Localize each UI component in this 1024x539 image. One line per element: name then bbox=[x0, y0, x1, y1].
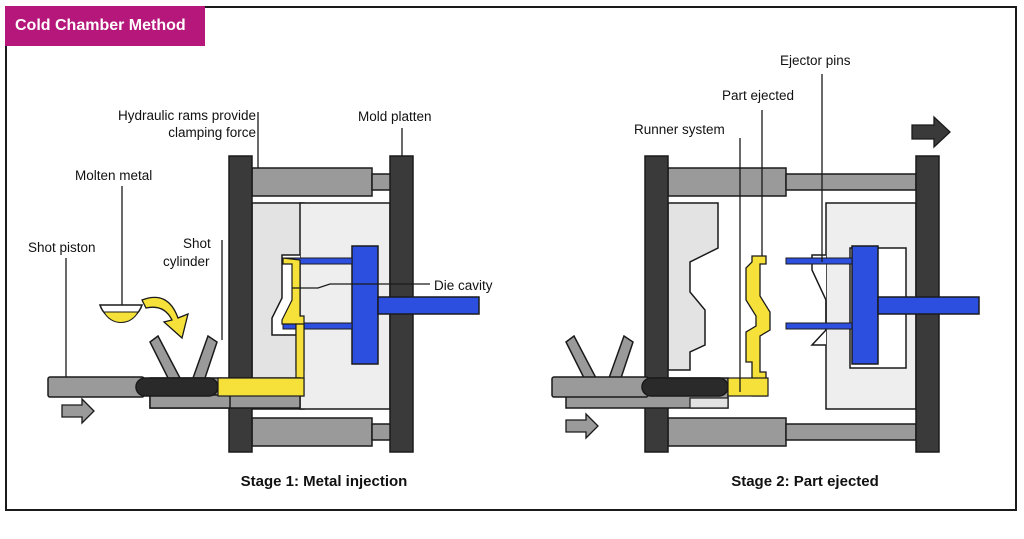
stage2-fixed-die bbox=[667, 202, 719, 371]
stage1-label-shot-piston: Shot piston bbox=[28, 240, 96, 255]
stage2-shot-piston-rod bbox=[551, 376, 649, 398]
stage1-group: Hydraulic rams provide clamping force Mo… bbox=[28, 108, 493, 490]
stage1-shot-piston-rod bbox=[47, 376, 145, 398]
stage1-label-shot-cylinder-2: cylinder bbox=[163, 254, 210, 269]
stage2-leader-lines bbox=[739, 74, 823, 392]
stage2-ejector-pin-bottom bbox=[785, 322, 853, 330]
stage1-ladle-metal bbox=[103, 311, 139, 324]
stage2-group: Ejector pins Part ejected Runner system … bbox=[551, 53, 980, 490]
stage2-label-ejector-pins: Ejector pins bbox=[780, 53, 851, 68]
stage2-pour-funnel-left bbox=[565, 334, 598, 379]
stage2-label-runner-system: Runner system bbox=[634, 122, 725, 137]
stage1-label-molten-metal: Molten metal bbox=[75, 168, 152, 183]
stage1-label-die-cavity: Die cavity bbox=[434, 278, 493, 293]
stage2-label-part-ejected: Part ejected bbox=[722, 88, 794, 103]
stage1-label-hydraulic-2: clamping force bbox=[168, 125, 256, 140]
stage2-top-ram bbox=[667, 167, 787, 197]
stage1-label-hydraulic-1: Hydraulic rams provide bbox=[118, 108, 256, 123]
stage2-moving-cavity bbox=[810, 254, 827, 346]
stage1-pour-arrow bbox=[141, 296, 189, 340]
stage2-bottom-ram-rod bbox=[785, 423, 917, 441]
stage1-label-shot-cylinder-1: Shot bbox=[183, 236, 211, 251]
stage1-leader-lines bbox=[65, 112, 430, 377]
stage2-plunger bbox=[641, 377, 729, 397]
stage1-ejector-pin-bottom bbox=[282, 322, 353, 330]
stage1-shot-sleeve-bottom bbox=[149, 394, 231, 409]
stage2-pour-funnel-right bbox=[607, 334, 634, 379]
stage1-metal-in-sleeve bbox=[217, 377, 305, 397]
stage1-pour-funnel-right bbox=[191, 334, 218, 379]
stage2-fixed-die-top bbox=[668, 200, 718, 370]
stage1-pour-funnel-left bbox=[149, 334, 182, 379]
stage2-biscuit bbox=[727, 377, 769, 397]
stage2-direction-arrow bbox=[565, 412, 599, 440]
stage2-caption: Stage 2: Part ejected bbox=[731, 473, 879, 490]
stage1-bottom-ram bbox=[251, 417, 373, 447]
title-badge: Cold Chamber Method bbox=[5, 6, 205, 46]
stage2-ejected-part bbox=[745, 255, 771, 397]
stage1-bottom-ram-rod bbox=[371, 423, 393, 441]
stage1-caption: Stage 1: Metal injection bbox=[241, 473, 408, 490]
stage2-bottom-ram bbox=[667, 417, 787, 447]
diagram-frame bbox=[5, 6, 1017, 511]
stage1-direction-arrow bbox=[61, 397, 95, 425]
stage2-opening-arrow bbox=[911, 115, 951, 149]
stage1-top-ram-rod bbox=[371, 173, 393, 191]
stage1-plunger bbox=[135, 377, 219, 397]
stage1-ejector-rod bbox=[377, 296, 480, 315]
stage2-top-ram-rod bbox=[785, 173, 917, 191]
stage1-top-ram bbox=[251, 167, 373, 197]
stage2-ejector-pin-top bbox=[785, 257, 853, 265]
stage1-label-mold-platten: Mold platten bbox=[358, 109, 432, 124]
stage1-ejector-plate bbox=[351, 245, 379, 365]
stage2-runner-box bbox=[689, 397, 729, 409]
stage2-ejector-rod bbox=[877, 296, 980, 315]
stage2-ejector-plate bbox=[851, 245, 879, 365]
